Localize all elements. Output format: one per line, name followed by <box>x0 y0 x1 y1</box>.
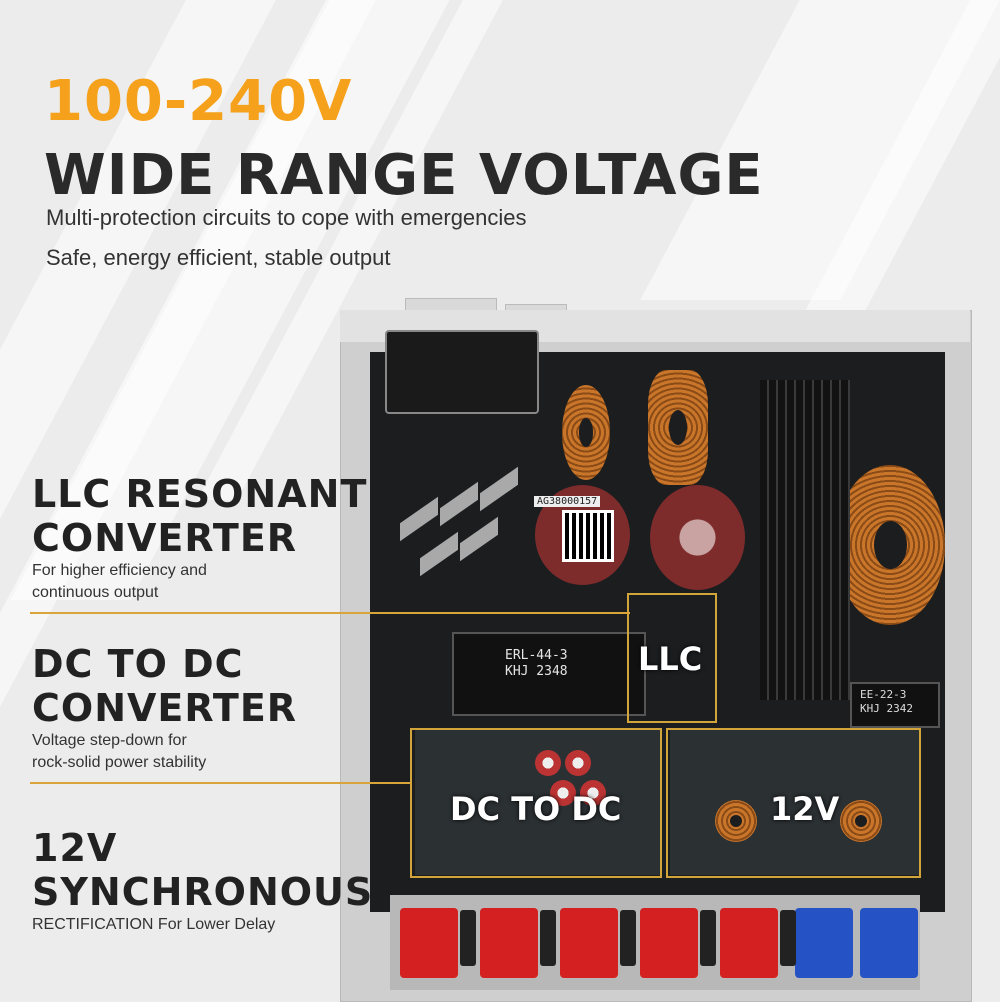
feature-dcdc-sub: Voltage step-down for rock-solid power s… <box>32 732 207 771</box>
ee-transformer: EE-22-3 KHJ 2342 <box>850 682 940 728</box>
llc-leader-line <box>30 612 630 614</box>
qr-code <box>562 510 614 562</box>
12v-module <box>670 730 920 875</box>
feature-llc-title: LLC RESONANT CONVERTER <box>32 472 368 560</box>
feature-dcdc-title: DC TO DC CONVERTER <box>32 642 298 730</box>
dcdc-leader-line <box>30 782 410 784</box>
dcdc-callout-label: DC TO DC <box>450 790 622 828</box>
headline-voltage: 100-240V <box>44 69 353 134</box>
transformer-label: ERL-44-3 KHJ 2348 <box>505 648 568 679</box>
headline: 100-240V WIDE RANGE VOLTAGE <box>44 74 764 204</box>
12v-callout-label: 12V <box>770 790 840 828</box>
input-choke <box>562 385 610 480</box>
common-mode-choke <box>648 370 708 485</box>
llc-callout-label: LLC <box>638 640 703 678</box>
heatsink <box>760 380 850 700</box>
subline-protection: Multi-protection circuits to cope with e… <box>46 205 527 230</box>
headline-wide-range: WIDE RANGE VOLTAGE <box>44 143 764 208</box>
main-transformer <box>452 632 646 716</box>
feature-12v-sub: RECTIFICATION For Lower Delay <box>32 916 276 933</box>
12v-callout-box <box>666 728 921 878</box>
feature-12v-title: 12V SYNCHRONOUS <box>32 826 374 914</box>
subline-efficiency: Safe, energy efficient, stable output <box>46 245 391 270</box>
ac-inlet <box>385 330 539 414</box>
bulk-capacitor-right <box>650 485 745 590</box>
pfc-toroid <box>835 465 945 625</box>
psu-photo: AG38000157 ERL-44-3 KHJ 2348 EE-22-3 KHJ… <box>340 298 972 1002</box>
dcdc-callout-box <box>410 728 662 878</box>
feature-llc-sub: For higher efficiency and continuous out… <box>32 562 207 601</box>
llc-callout-box <box>627 593 717 723</box>
qr-code-text: AG38000157 <box>534 496 601 507</box>
